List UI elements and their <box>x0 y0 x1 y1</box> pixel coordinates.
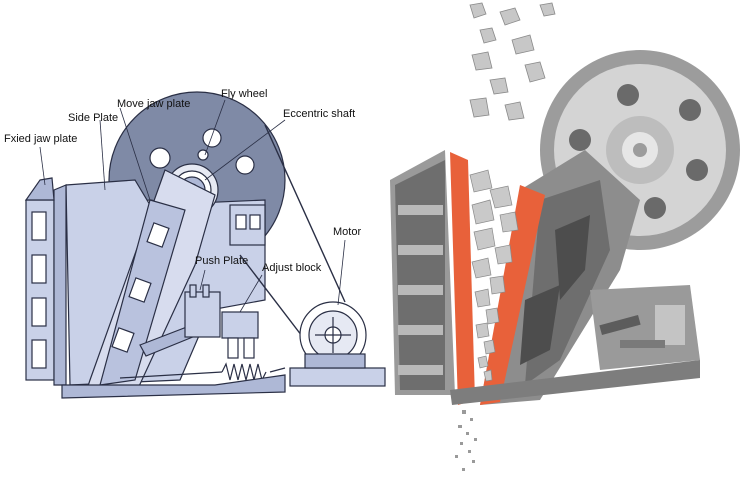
v-belt <box>239 124 346 341</box>
rendered-crusher <box>390 2 740 471</box>
rendered-toggle-mechanism <box>590 285 700 370</box>
falling-rocks-bottom <box>455 410 477 471</box>
label-adjust-block: Adjust block <box>262 262 322 274</box>
label-push-plate: Push Plate <box>195 255 249 267</box>
label-side-plate: Side Plate <box>68 112 119 124</box>
leader-lines <box>39 99 346 313</box>
label-motor: Motor <box>333 226 362 238</box>
tension-spring <box>119 362 286 382</box>
label-fly-wheel: Fly wheel <box>221 88 268 100</box>
moving-jaw-liner <box>480 185 545 405</box>
label-move-jaw-plate: Move jaw plate <box>117 98 191 110</box>
adjust-block <box>221 311 259 359</box>
chamber-rocks <box>469 169 519 382</box>
label-eccentric-shaft: Eccentric shaft <box>283 108 356 120</box>
fixed-jaw-plate <box>24 177 67 386</box>
fixed-jaw-liner <box>450 152 475 405</box>
label-fixed-jaw-plate: Fxied jaw plate <box>4 133 78 145</box>
schematic <box>24 91 386 399</box>
motor <box>289 301 386 387</box>
falling-rocks-top <box>469 2 556 121</box>
push-plate <box>139 284 221 357</box>
